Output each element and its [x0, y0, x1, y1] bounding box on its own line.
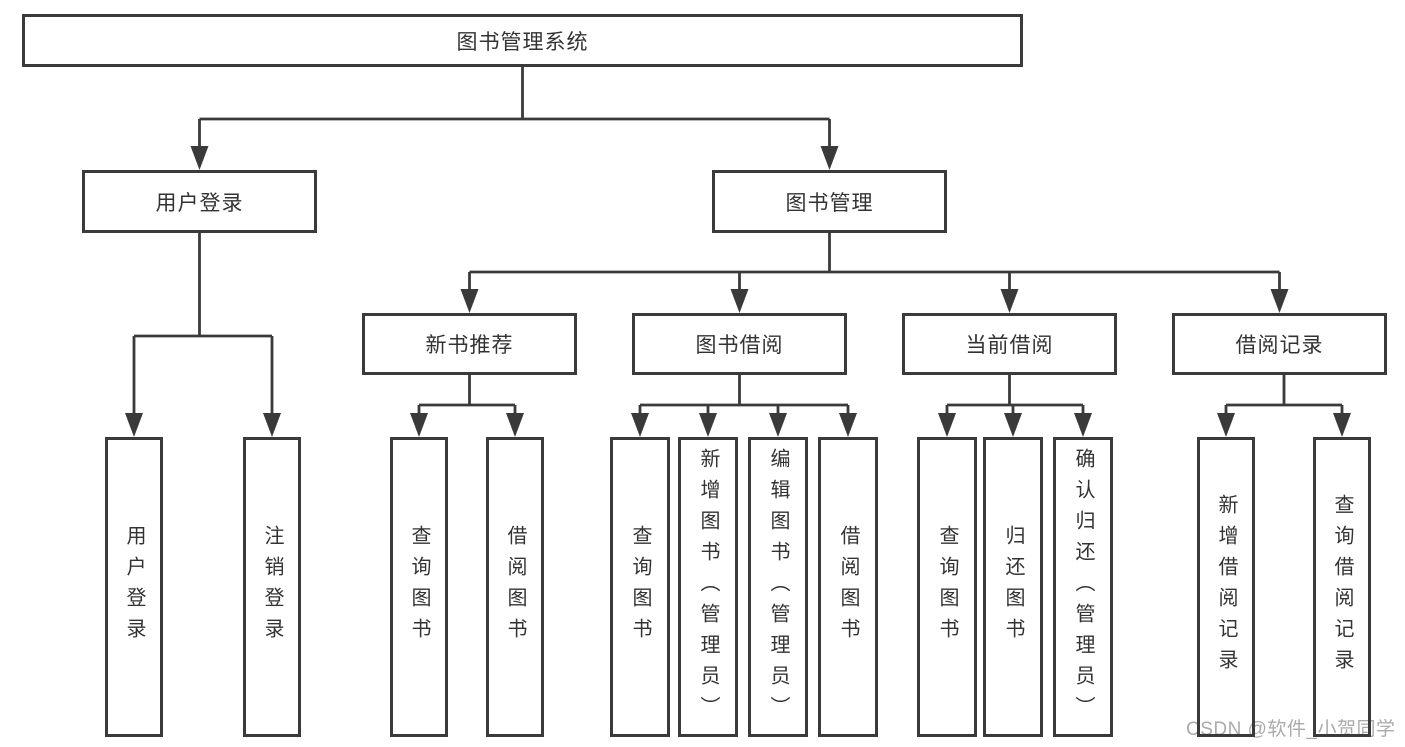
node-label: 图书借阅 [695, 334, 784, 357]
leaf-borrow-books: 借阅图书 [818, 437, 878, 737]
node-library-management-system: 图书管理系统 [22, 14, 1023, 67]
node-label: 图书管理系统 [456, 30, 589, 54]
node-user-login: 用户登录 [82, 170, 317, 233]
leaf-label: 借阅图书 [837, 525, 859, 649]
leaf-query-books-current: 查询图书 [917, 437, 977, 737]
leaf-query-borrow-record: 查询借阅记录 [1313, 437, 1371, 737]
leaf-logout: 注销登录 [243, 437, 301, 737]
csdn-watermark: CSDN @软件_小贺同学 [1186, 719, 1396, 740]
leaf-add-borrow-record: 新增借阅记录 [1197, 437, 1255, 737]
leaf-label: 确认归还（管理员） [1072, 447, 1094, 727]
node-label: 新书推荐 [425, 334, 514, 357]
leaf-query-books-recommend: 查询图书 [390, 437, 448, 737]
node-label: 图书管理 [785, 191, 874, 215]
leaf-label: 查询图书 [629, 525, 651, 649]
leaf-edit-book-admin: 编辑图书（管理员） [748, 437, 808, 737]
leaf-user-login: 用户登录 [105, 437, 163, 737]
leaf-label: 查询借阅记录 [1331, 494, 1353, 680]
leaf-label: 查询图书 [408, 525, 430, 649]
leaf-label: 用户登录 [123, 525, 145, 649]
node-book-borrow: 图书借阅 [632, 313, 847, 375]
leaf-borrow-books-recommend: 借阅图书 [486, 437, 544, 737]
leaf-confirm-return-admin: 确认归还（管理员） [1053, 437, 1113, 737]
leaf-label: 新增图书（管理员） [697, 447, 719, 727]
leaf-label: 注销登录 [261, 525, 283, 649]
node-label: 用户登录 [155, 191, 244, 215]
node-current-borrow: 当前借阅 [902, 313, 1117, 375]
node-book-management: 图书管理 [712, 170, 947, 233]
node-label: 借阅记录 [1235, 334, 1324, 357]
leaf-label: 查询图书 [936, 525, 958, 649]
node-borrow-records: 借阅记录 [1172, 313, 1387, 375]
leaf-query-books-borrow: 查询图书 [610, 437, 670, 737]
leaf-label: 借阅图书 [504, 525, 526, 649]
leaf-return-book: 归还图书 [983, 437, 1043, 737]
leaf-add-book-admin: 新增图书（管理员） [678, 437, 738, 737]
leaf-label: 新增借阅记录 [1215, 494, 1237, 680]
node-label: 当前借阅 [965, 334, 1054, 357]
leaf-label: 编辑图书（管理员） [767, 447, 789, 727]
leaf-label: 归还图书 [1002, 525, 1024, 649]
node-new-book-recommend: 新书推荐 [362, 313, 577, 375]
arrowheads [125, 146, 1351, 437]
